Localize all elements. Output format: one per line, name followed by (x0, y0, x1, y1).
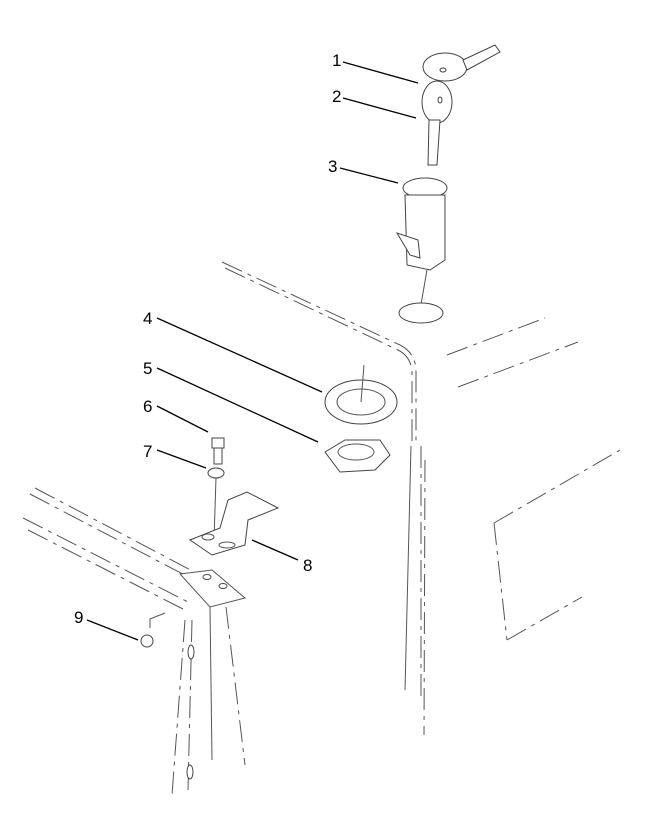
left-rail (22, 487, 247, 796)
washer (207, 467, 225, 541)
callout-6: 6 (143, 397, 153, 416)
callout-3: 3 (328, 157, 338, 176)
lock-cylinder (395, 177, 448, 324)
callout-8: 8 (303, 556, 313, 575)
cabinet-outline (221, 261, 621, 736)
screw (211, 437, 225, 465)
star-lock-washer (324, 364, 398, 425)
callout-5: 5 (143, 359, 153, 378)
callout-7: 7 (143, 442, 153, 461)
key-2 (421, 80, 453, 166)
leader-lines (86, 61, 419, 641)
bracket (188, 491, 280, 556)
callout-9: 9 (74, 608, 84, 627)
callout-4: 4 (143, 309, 153, 328)
key-1 (422, 44, 501, 82)
hex-nut (324, 439, 391, 473)
callout-1: 1 (332, 51, 342, 70)
callout-2: 2 (332, 87, 342, 106)
nut (140, 612, 166, 648)
